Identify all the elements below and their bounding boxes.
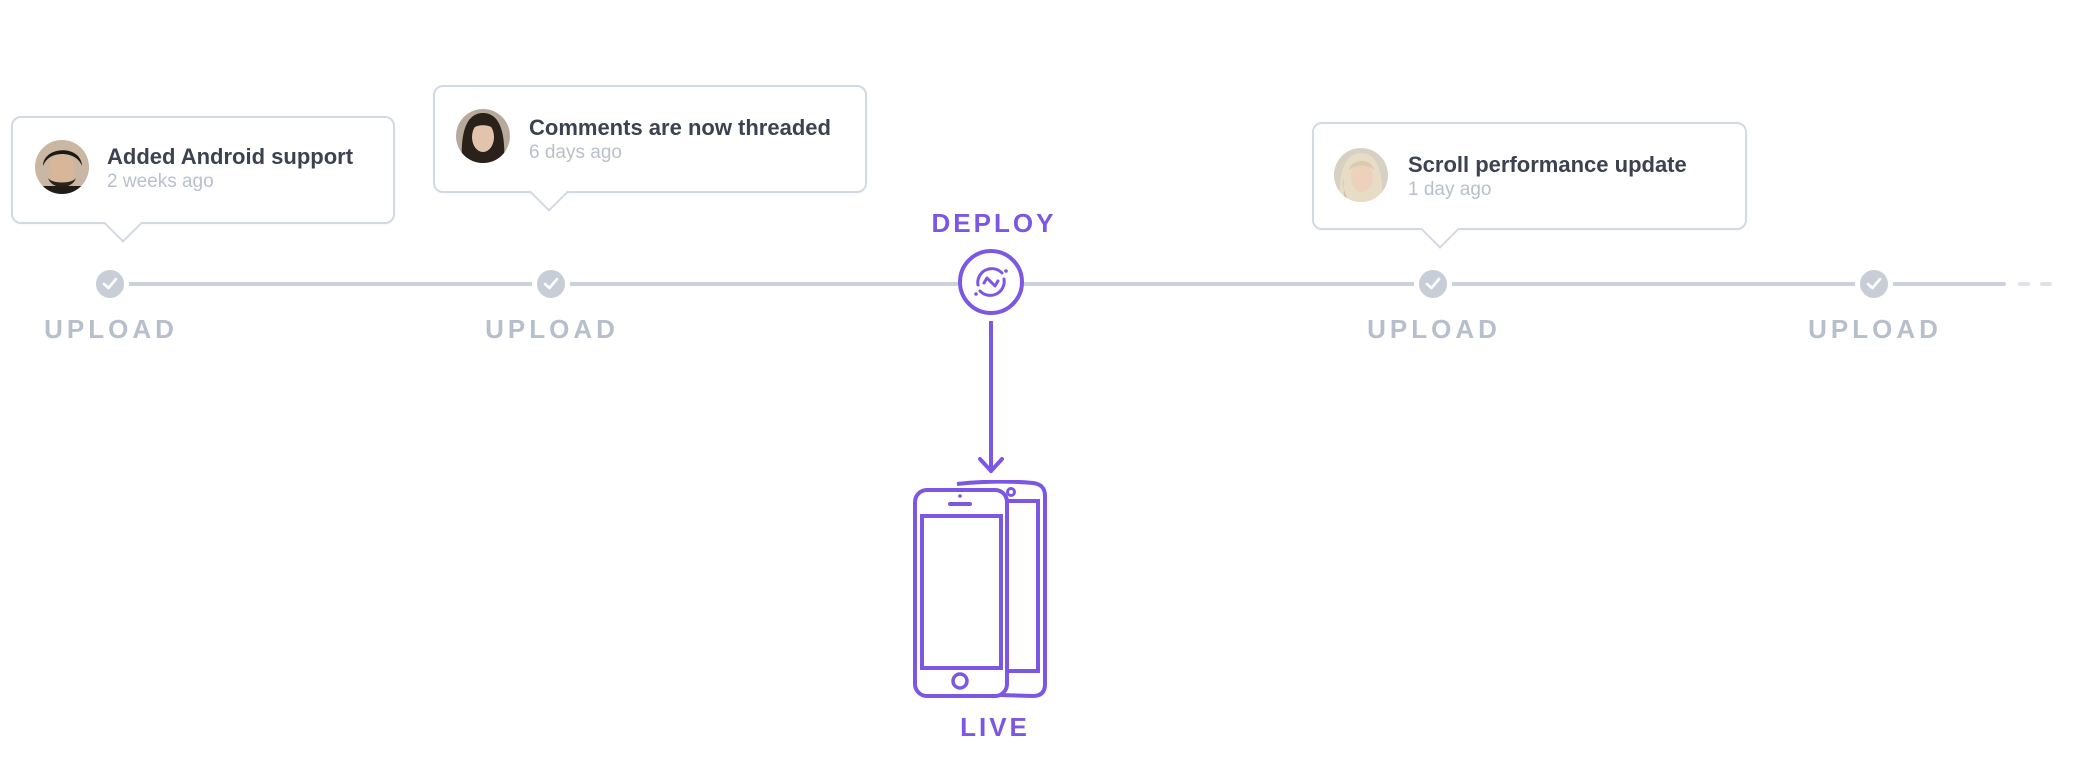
update-bubble[interactable]: Scroll performance update 1 day ago [1312, 122, 1747, 249]
check-icon [543, 277, 559, 290]
update-time: 6 days ago [529, 142, 622, 163]
check-icon [1866, 277, 1882, 290]
timeline-dash [2040, 282, 2052, 286]
avatar [456, 109, 510, 163]
woman-dark-hair-avatar-icon [456, 109, 510, 163]
arrow-down-icon [978, 321, 1004, 473]
phones-icon [913, 480, 1047, 698]
update-title: Comments are now threaded [529, 115, 831, 140]
bubble-tail [529, 172, 569, 212]
live-label: LIVE [960, 712, 1030, 742]
check-icon [102, 277, 118, 290]
update-title: Added Android support [107, 144, 354, 169]
sync-icon [957, 248, 1025, 316]
man-dark-hair-avatar-icon [35, 140, 89, 194]
update-time: 1 day ago [1408, 179, 1492, 200]
upload-node[interactable] [1855, 265, 1893, 303]
woman-blonde-hair-avatar-icon [1334, 148, 1388, 202]
update-time: 2 weeks ago [107, 171, 214, 192]
stage-label-upload: UPLOAD [485, 314, 619, 344]
upload-node[interactable] [532, 265, 570, 303]
deploy-node[interactable] [957, 248, 1025, 316]
upload-node[interactable] [91, 265, 129, 303]
stage-label-upload: UPLOAD [1808, 314, 1942, 344]
timeline-dash [2018, 282, 2030, 286]
check-icon [1425, 277, 1441, 290]
update-bubble[interactable]: Comments are now threaded 6 days ago [433, 85, 867, 212]
avatar [1334, 148, 1388, 202]
update-bubble[interactable]: Added Android support 2 weeks ago [11, 116, 395, 243]
timeline-line [111, 282, 2006, 286]
stage-label-upload: UPLOAD [1367, 314, 1501, 344]
update-title: Scroll performance update [1408, 152, 1687, 177]
bubble-tail [1420, 209, 1460, 249]
avatar [35, 140, 89, 194]
bubble-tail [103, 203, 143, 243]
stage-label-upload: UPLOAD [44, 314, 178, 344]
stage-label-deploy: DEPLOY [931, 208, 1057, 238]
upload-node[interactable] [1414, 265, 1452, 303]
